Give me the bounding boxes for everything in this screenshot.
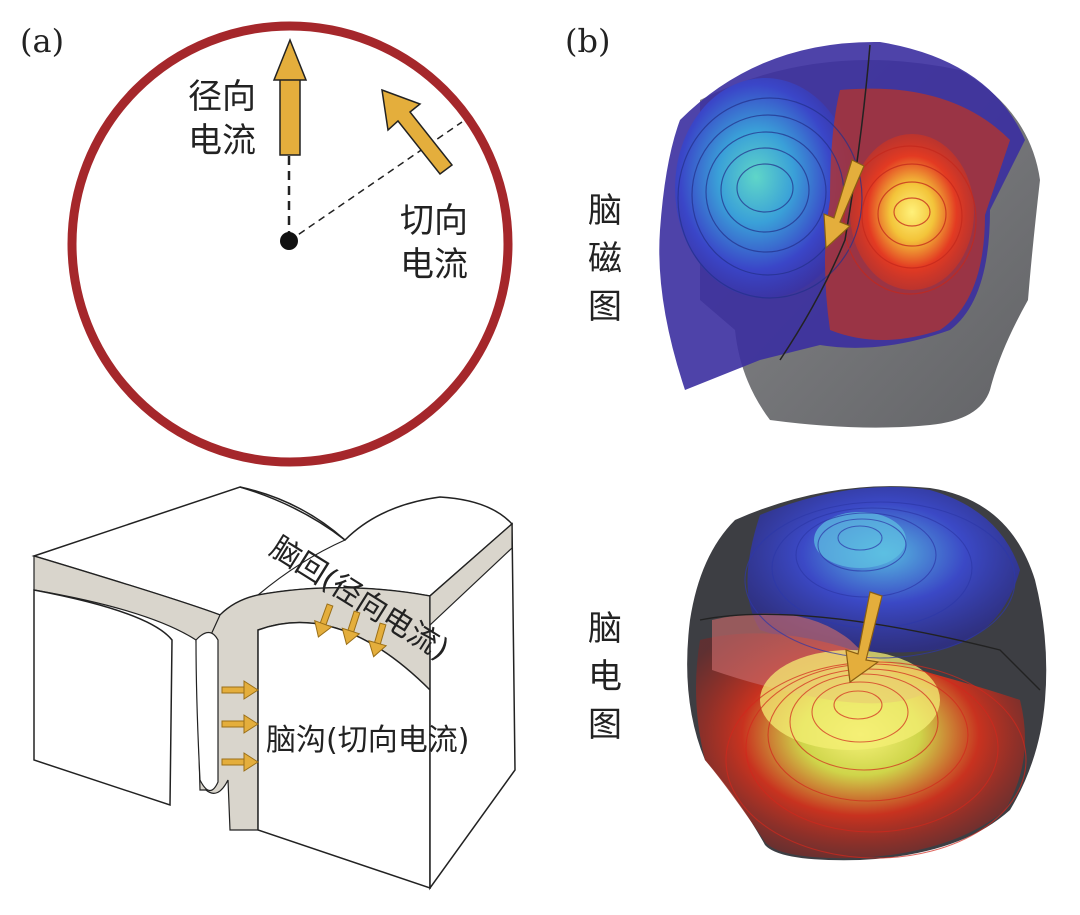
sulcus-label: 脑沟(切向电流) bbox=[266, 723, 469, 758]
eeg-dipole-arrow bbox=[845, 591, 883, 684]
meg-label-line1: 脑 bbox=[588, 191, 622, 231]
tangential-current-label-line1: 切向 bbox=[400, 201, 468, 241]
radial-current-label-line1: 径向 bbox=[188, 77, 256, 117]
head-circle bbox=[67, 21, 513, 467]
eeg-head-model bbox=[687, 486, 1047, 861]
sulcus-tangential-arrows bbox=[221, 680, 259, 772]
panel-b-label: (b) bbox=[565, 22, 610, 60]
gyrus-radial-arrows bbox=[314, 603, 388, 658]
meg-label-line2: 磁 bbox=[588, 239, 622, 279]
cortex-block bbox=[31, 486, 516, 891]
eeg-label-line2: 电 bbox=[588, 657, 622, 697]
tangential-current-label-line2: 电流 bbox=[400, 245, 468, 285]
eeg-label-line1: 脑 bbox=[588, 609, 622, 649]
eeg-label-line3: 图 bbox=[588, 705, 622, 745]
panel-a-label: (a) bbox=[20, 22, 64, 60]
meg-dipole-arrow bbox=[823, 159, 865, 250]
dipole-center-dot bbox=[280, 232, 298, 250]
meg-label-line3: 图 bbox=[588, 287, 622, 327]
radial-current-arrow bbox=[272, 37, 308, 156]
tangential-current-arrow bbox=[381, 88, 454, 176]
meg-head-model bbox=[659, 41, 1040, 428]
radial-current-label-line2: 电流 bbox=[188, 121, 256, 161]
